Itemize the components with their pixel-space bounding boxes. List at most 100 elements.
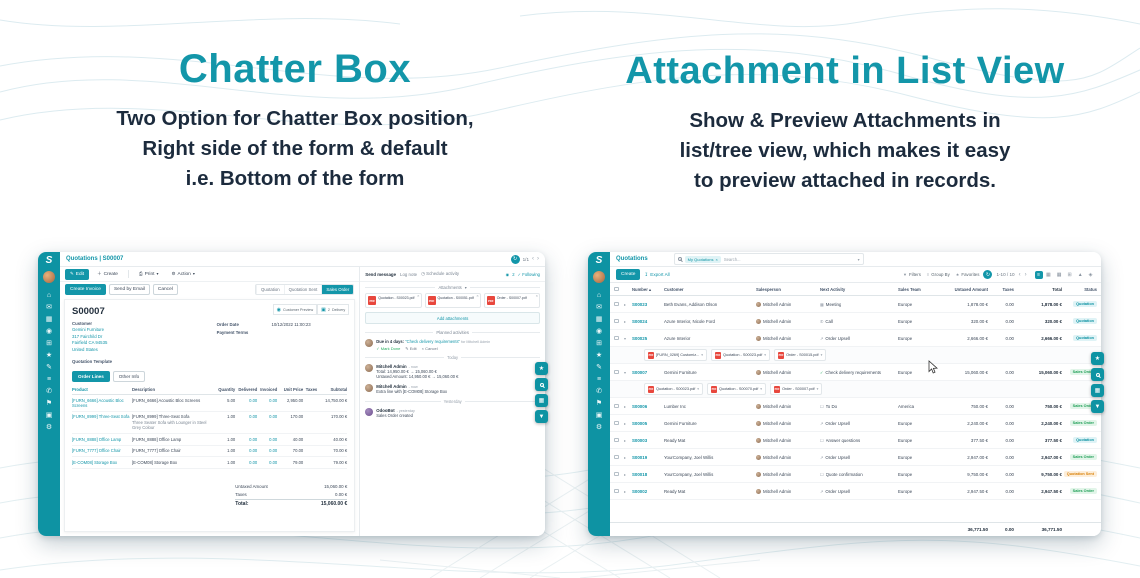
row-checkbox[interactable] [614, 488, 624, 494]
col-description[interactable]: Description [132, 387, 156, 393]
kanban-tool-button[interactable]: ▦ [1091, 384, 1104, 397]
col-number[interactable]: Number ▴ [632, 287, 664, 292]
box-icon[interactable]: ▣ [595, 412, 603, 419]
quotation-number[interactable]: S00025 [632, 335, 648, 341]
attachment-toggle-icon[interactable]: ▸ [624, 437, 627, 443]
col-customer[interactable]: Customer [664, 286, 684, 292]
map-view-button[interactable]: ◈ [1088, 271, 1093, 278]
quotation-number[interactable]: S00007 [632, 369, 648, 375]
row-checkbox[interactable] [614, 471, 624, 477]
export-all-button[interactable]: ↧Export All [644, 272, 669, 278]
send-message-tab[interactable]: Send message [365, 271, 397, 277]
col-status[interactable]: Status [1062, 287, 1097, 292]
star-icon[interactable]: ★ [595, 352, 603, 359]
followers-icon[interactable]: ◉ [505, 271, 510, 277]
kanban-tool-button[interactable]: ▦ [535, 394, 548, 407]
row-checkbox[interactable] [614, 437, 624, 443]
next-activity-cell[interactable]: ☐To Do [820, 404, 898, 409]
calendar-view-button[interactable]: ▦ [1056, 271, 1062, 278]
search-bar[interactable]: My Quotations× Search... ▾ [673, 253, 864, 265]
cancel-activity-button[interactable]: × Cancel [421, 345, 438, 351]
log-note-tab[interactable]: Log note [400, 271, 418, 277]
col-taxes[interactable]: Taxes [305, 387, 318, 393]
pager-prev-icon[interactable]: ‹ [1018, 271, 1021, 278]
attachment-toggle-icon[interactable]: ▾ [624, 335, 627, 341]
favorites-button[interactable]: ★Favorites [956, 272, 980, 277]
attachment-chip[interactable]: PDF[FURN_0269] Customiz...▾ [644, 349, 708, 361]
group-by-button[interactable]: ≡Group By [927, 272, 950, 277]
cancel-button[interactable]: Cancel [152, 284, 178, 295]
col-untaxed[interactable]: Untaxed Amount [954, 286, 988, 292]
active-filter-chip[interactable]: My Quotations× [684, 255, 721, 263]
list-icon[interactable]: ≡ [46, 376, 52, 383]
next-activity-cell[interactable]: ✓Check delivery requirements [820, 370, 898, 375]
user-avatar[interactable] [593, 271, 605, 283]
stage-quotation-sent[interactable]: Quotation Sent [283, 285, 322, 294]
remove-filter-icon[interactable]: × [715, 256, 718, 262]
attachment-toggle-icon[interactable]: ▸ [624, 403, 627, 409]
star-tool-button[interactable]: ★ [535, 362, 548, 375]
edit-icon[interactable]: ✎ [596, 364, 602, 371]
calendar-icon[interactable]: ▦ [595, 316, 603, 323]
graph-view-button[interactable]: ▲ [1077, 271, 1083, 278]
col-unit-price[interactable]: Unit Price [283, 387, 304, 393]
home-icon[interactable]: ⌂ [596, 292, 602, 299]
attachments-section-header[interactable]: Attachments ▾ [365, 285, 540, 290]
next-activity-cell[interactable]: ↗Order Upsell [820, 421, 898, 426]
list-icon[interactable]: ≡ [596, 376, 602, 383]
remove-attachment-icon[interactable]: × [476, 293, 479, 298]
remove-attachment-icon[interactable]: × [417, 293, 420, 298]
flag-icon[interactable]: ⚑ [595, 400, 603, 407]
activity-summary[interactable]: "Check delivery requirements" [405, 339, 460, 344]
filter-tool-button[interactable]: ▼ [535, 410, 548, 423]
breadcrumb[interactable]: Quotations | S00007 [66, 256, 124, 262]
chevron-down-icon[interactable]: ▾ [857, 256, 860, 262]
col-product[interactable]: Product [72, 387, 88, 393]
attachment-toggle-icon[interactable]: ▸ [624, 301, 627, 307]
col-salesperson[interactable]: Salesperson [756, 286, 781, 292]
quotation-number[interactable]: S00003 [632, 437, 648, 443]
quotation-number[interactable]: S00023 [632, 301, 648, 307]
star-tool-button[interactable]: ★ [1091, 352, 1104, 365]
col-next-activity[interactable]: Next Activity [820, 286, 846, 292]
col-delivered[interactable]: Delivered [238, 387, 258, 393]
calendar-icon[interactable]: ▦ [45, 316, 53, 323]
grid-icon[interactable]: ⊞ [596, 340, 602, 347]
settings-icon[interactable]: ⚙ [45, 424, 53, 431]
attachment-toggle-icon[interactable]: ▾ [624, 369, 627, 375]
action-menu-button[interactable]: ⚙Action▾ [166, 269, 199, 280]
search-tool-button[interactable] [535, 378, 548, 391]
home-icon[interactable]: ⌂ [46, 292, 52, 299]
grid-icon[interactable]: ⊞ [46, 340, 52, 347]
star-icon[interactable]: ★ [45, 352, 53, 359]
customer-preview-button[interactable]: ◉Customer Preview [272, 304, 318, 315]
quotation-number[interactable]: S00002 [632, 488, 648, 494]
attachment-toggle-icon[interactable]: ▸ [624, 420, 627, 426]
pivot-view-button[interactable]: ⊞ [1067, 271, 1072, 278]
box-icon[interactable]: ▣ [45, 412, 53, 419]
flag-icon[interactable]: ⚑ [45, 400, 53, 407]
next-activity-cell[interactable]: ↗Order Upsell [820, 455, 898, 460]
attachment-toggle-icon[interactable]: ▸ [624, 454, 627, 460]
order-line-row[interactable]: [FURN_8888] Office Lamp[FURN_8888] Offic… [72, 434, 348, 446]
planned-activities-header[interactable]: Planned activities [365, 330, 541, 335]
quotation-number[interactable]: S00024 [632, 318, 648, 324]
col-invoiced[interactable]: Invoiced [260, 387, 278, 393]
print-menu-button[interactable]: ⎙Print▾ [134, 269, 164, 280]
order-line-row[interactable]: [FURN_6666] Acoustic Bloc Screens[FURN_6… [72, 395, 348, 412]
mark-done-button[interactable]: ✓ Mark Done [376, 345, 401, 351]
quotation-number[interactable]: S00005 [632, 420, 648, 426]
list-view-button[interactable]: ≡ [1034, 270, 1043, 279]
next-activity-cell[interactable]: ✆Call [820, 319, 898, 324]
schedule-activity-tab[interactable]: ◷ Schedule activity [421, 271, 459, 277]
col-quantity[interactable]: Quantity [218, 387, 236, 393]
